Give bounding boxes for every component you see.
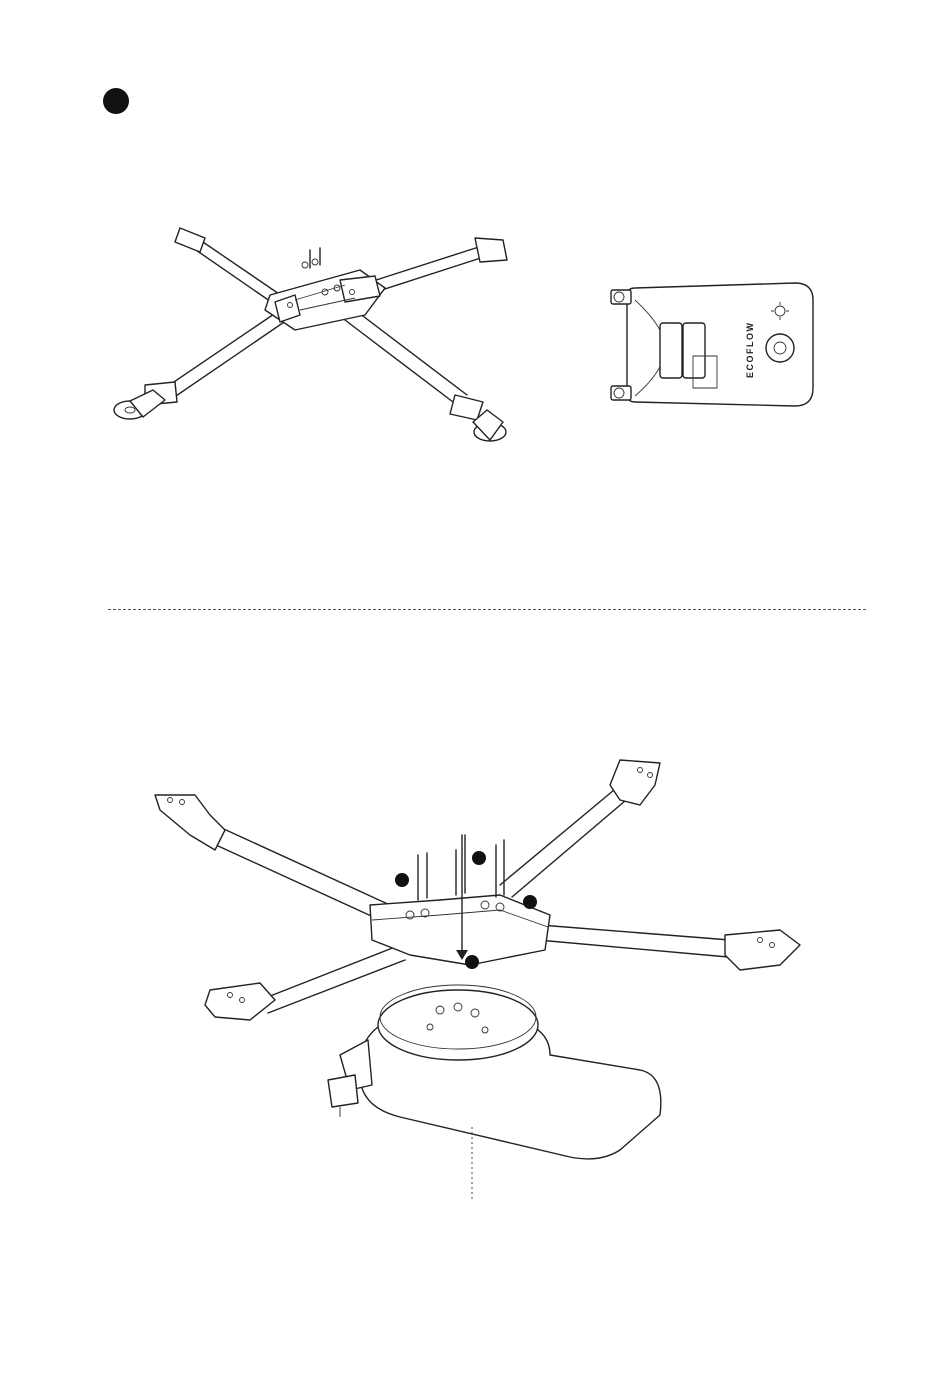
battery-mount-plate-icon: ECOFLOW [605, 278, 820, 413]
battery-plate-figure: ECOFLOW [605, 278, 820, 413]
frame-top-view-figure [105, 210, 525, 460]
quadcopter-x-frame-icon [105, 210, 525, 460]
frame-mount-assembly-icon [140, 755, 840, 1205]
section-divider [108, 609, 866, 610]
assembly-figure [140, 755, 840, 1205]
step-badge-icon [103, 88, 129, 114]
brand-label: ECOFLOW [745, 322, 755, 379]
